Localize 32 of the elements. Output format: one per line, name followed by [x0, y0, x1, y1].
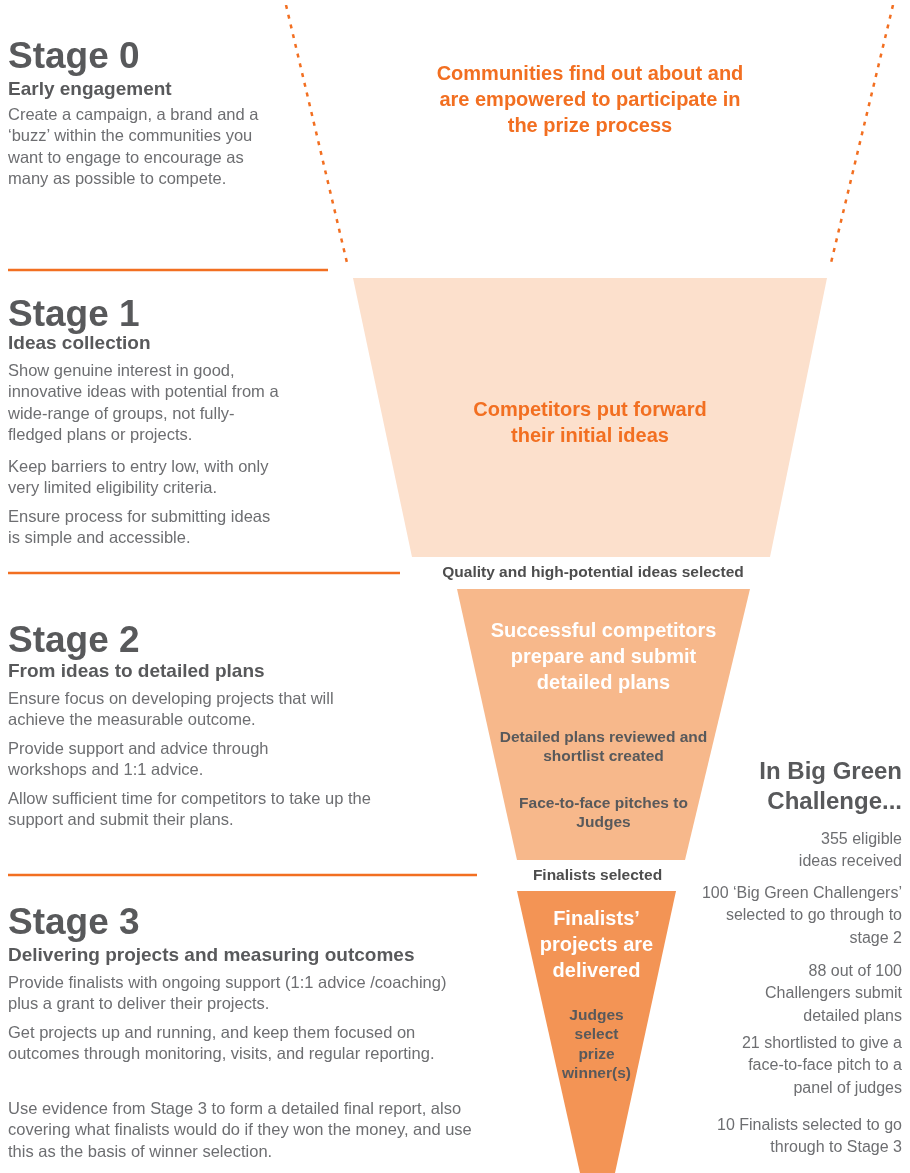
selection-note: Finalists selected: [531, 866, 664, 884]
stage-description: Create a campaign, a brand and a ‘buzz’ within the communities you want to engage to encourage as many as possible to compete.: [8, 104, 260, 190]
stage-description: Keep barriers to entry low, with only very limited eligibility criteria.: [8, 456, 270, 499]
stage-outcome-text: Competitors put forward their initial ideas: [472, 397, 708, 448]
stage-description: Allow sufficient time for competitors to take up the support and submit their plans.: [8, 788, 372, 831]
stage-description: Show genuine interest in good, innovative ideas with potential from a wide-range of groups, not fully-fledged plans or projects.: [8, 360, 280, 446]
stage-heading: Stage 3: [8, 902, 141, 943]
stage-description: Ensure process for submitting ideas is simple and accessible.: [8, 506, 272, 549]
panel-item: 355 eligible ideas received: [797, 829, 902, 872]
stage-heading: Stage 1: [8, 294, 141, 335]
stage-description: Provide finalists with ongoing support (1:1 advice /coaching) plus a grant to deliver their projects.: [8, 972, 448, 1015]
stage-outcome-text: Successful competitors prepare and submit detailed plans: [489, 618, 718, 695]
stage-description: Get projects up and running, and keep them focused on outcomes through monitoring, visits, and regular reporting.: [8, 1022, 436, 1065]
panel-item: 88 out of 100 Challengers submit detailed plans: [764, 961, 902, 1026]
stage-heading: Stage 0: [8, 36, 141, 77]
stage-description: Provide support and advice through workshops and 1:1 advice.: [8, 738, 270, 781]
selection-note: Quality and high-potential ideas selected: [441, 563, 745, 581]
panel-item: 21 shortlisted to give a face-to-face pitch to a panel of judges: [740, 1033, 902, 1098]
panel-item: 10 Finalists selected to go through to Stage 3: [716, 1115, 902, 1158]
stage-subtitle: Early engagement: [8, 78, 173, 101]
panel-item: 100 ‘Big Green Challengers’ selected to go through to stage 2: [700, 883, 902, 948]
stage-subtitle: From ideas to detailed plans: [8, 660, 266, 683]
stage-outcome-text: Finalists’ projects are delivered: [538, 906, 655, 983]
stage-description: Ensure focus on developing projects that will achieve the measurable outcome.: [8, 688, 335, 731]
step-text: Judges select prize winner(s): [561, 1005, 632, 1083]
stage-description: Use evidence from Stage 3 to form a detailed final report, also covering what finalists would do if they won the money, and use this as the basis of winner selection.: [8, 1098, 473, 1162]
stage-subtitle: Delivering projects and measuring outcomes: [8, 944, 416, 967]
step-text: Face-to-face pitches to Judges: [518, 793, 689, 832]
panel-heading: In Big Green Challenge...: [758, 756, 902, 816]
step-text: Detailed plans reviewed and shortlist created: [498, 727, 709, 766]
stage-heading: Stage 2: [8, 620, 141, 661]
stage-outcome-text: Communities find out about and are empowered to participate in the prize process: [435, 61, 745, 138]
